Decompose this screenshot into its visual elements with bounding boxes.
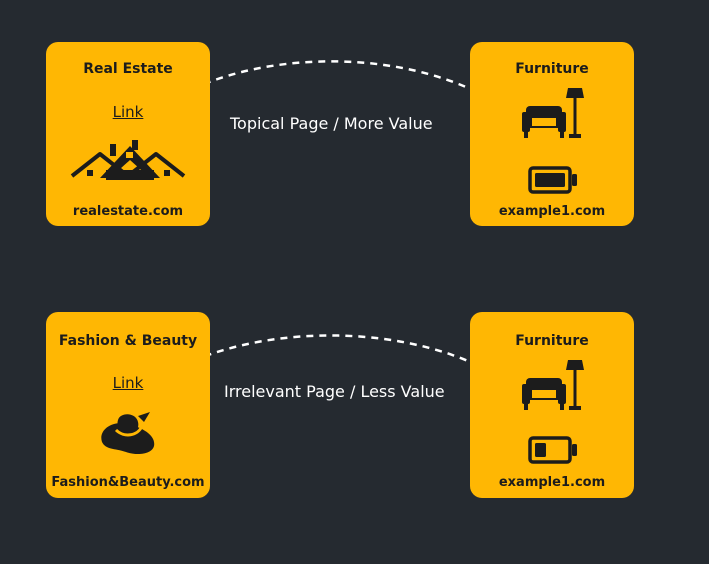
source-card-domain: Fashion&Beauty.com <box>51 475 205 490</box>
armchair-lamp-icon <box>522 360 584 410</box>
source-card-fashion-beauty: Fashion & Beauty Link Fashion&Beauty.com <box>46 312 210 498</box>
arrow-bottom <box>157 334 516 388</box>
source-card-domain: realestate.com <box>72 204 184 219</box>
arrow-label-top: Topical Page / More Value <box>230 114 433 133</box>
battery-low-icon <box>528 436 577 464</box>
target-card-title: Furniture <box>515 61 589 77</box>
houses-icon <box>70 140 186 180</box>
sun-hat-icon <box>101 412 155 454</box>
armchair-lamp-icon <box>522 88 584 138</box>
source-card-title: Real Estate <box>83 61 173 77</box>
target-card-domain: example1.com <box>498 475 606 490</box>
source-card-link[interactable]: Link <box>112 374 144 392</box>
battery-full-icon <box>528 166 577 194</box>
source-card-title: Fashion & Beauty <box>58 333 198 349</box>
source-card-link[interactable]: Link <box>112 103 144 121</box>
target-card-furniture-bottom: Furniture example1.com <box>470 312 634 498</box>
arrow-top <box>157 60 516 116</box>
source-card-real-estate: Real Estate Link realestate.com <box>46 42 210 226</box>
arrow-label-bottom: Irrelevant Page / Less Value <box>224 382 445 401</box>
target-card-furniture-top: Furniture example1.com <box>470 42 634 226</box>
target-card-title: Furniture <box>515 333 589 349</box>
target-card-domain: example1.com <box>498 204 606 219</box>
